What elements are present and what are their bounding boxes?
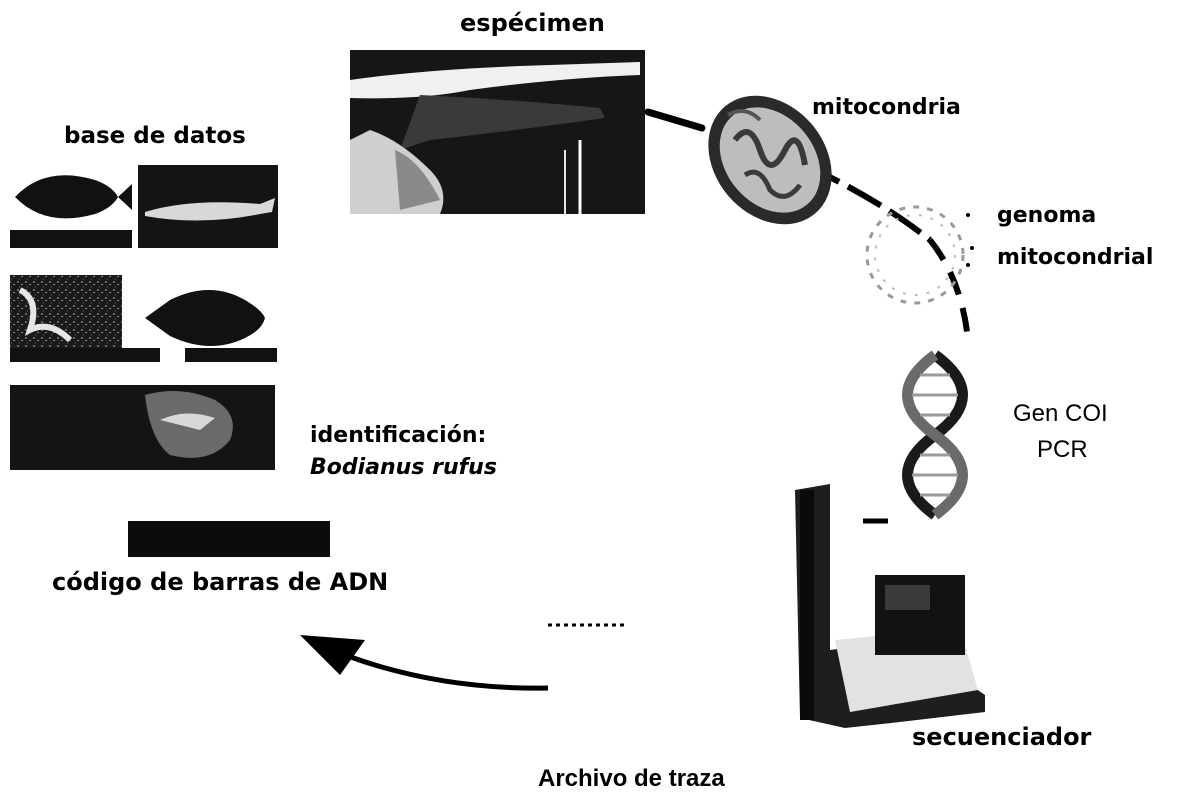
trace-file-label: Archivo de traza — [538, 765, 725, 793]
barcode-bar — [128, 521, 330, 557]
specimen-label: espécimen — [460, 9, 605, 37]
specimen-photo — [350, 50, 645, 214]
sequencer-machine-icon — [795, 484, 985, 728]
sequencer-label: secuenciador — [912, 723, 1091, 751]
return-arrow-icon — [300, 635, 548, 688]
genome-label-line1: genoma — [997, 203, 1096, 228]
database-label: base de datos — [64, 123, 246, 149]
database-grid — [10, 165, 278, 470]
identification-label: identificación: — [310, 423, 486, 448]
species-name: Bodianus rufus — [310, 455, 497, 480]
mitochondria-label: mitocondria — [812, 95, 961, 120]
db-image-3 — [10, 275, 160, 362]
db-image-5 — [10, 385, 275, 470]
genome-label-line2: mitocondrial — [997, 245, 1153, 270]
dna-helix-icon — [908, 355, 963, 515]
db-image-1 — [10, 165, 132, 248]
db-image-2 — [138, 165, 278, 248]
db-image-4 — [145, 290, 277, 362]
gene-label-line2: PCR — [1037, 436, 1088, 464]
barcode-label: código de barras de ADN — [52, 568, 388, 596]
gene-label-line1: Gen COI — [1013, 400, 1108, 428]
